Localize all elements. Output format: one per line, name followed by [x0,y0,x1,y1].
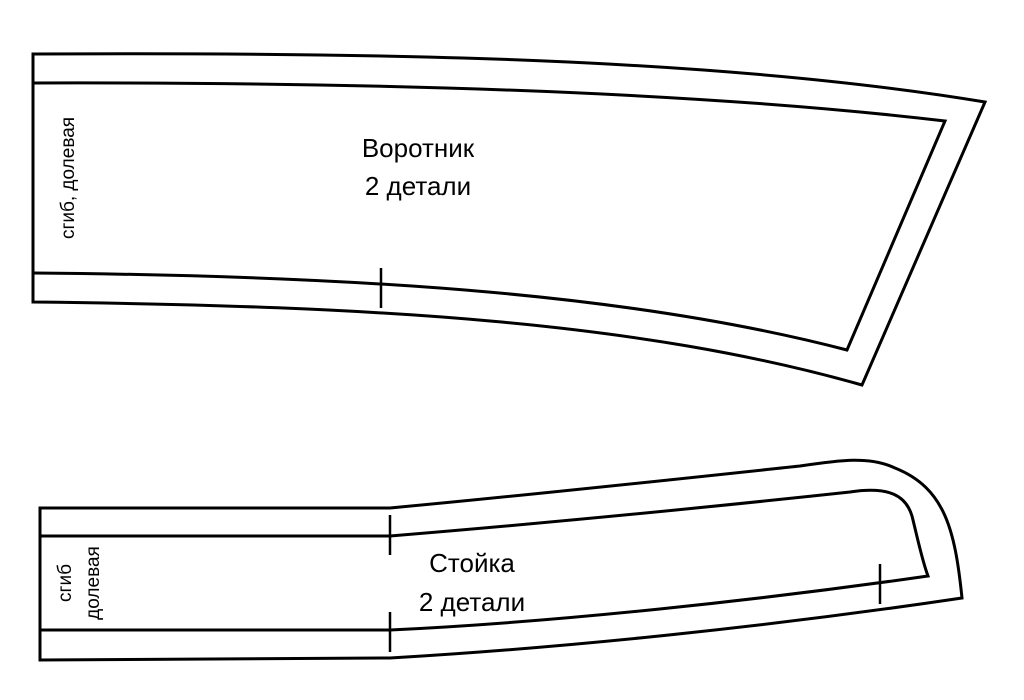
collar-fold-label: сгиб, долевая [58,117,79,239]
collar-outer-cut-line [31,52,988,387]
stand-outer-cut-line [38,458,964,662]
stand-count: 2 детали [419,587,525,617]
stand-grain-label: долевая [83,546,104,620]
collar-title: Воротник [362,133,475,163]
collar-count: 2 детали [365,171,471,201]
collar-piece: Воротник 2 детали сгиб, долевая [31,52,988,387]
stand-fold-label: сгиб [55,564,76,602]
collar-inner-seam-line [32,81,948,352]
stand-title: Стойка [429,548,515,578]
stand-piece: Стойка 2 детали сгиб долевая [38,458,964,662]
stand-inner-seam-line [40,488,931,632]
